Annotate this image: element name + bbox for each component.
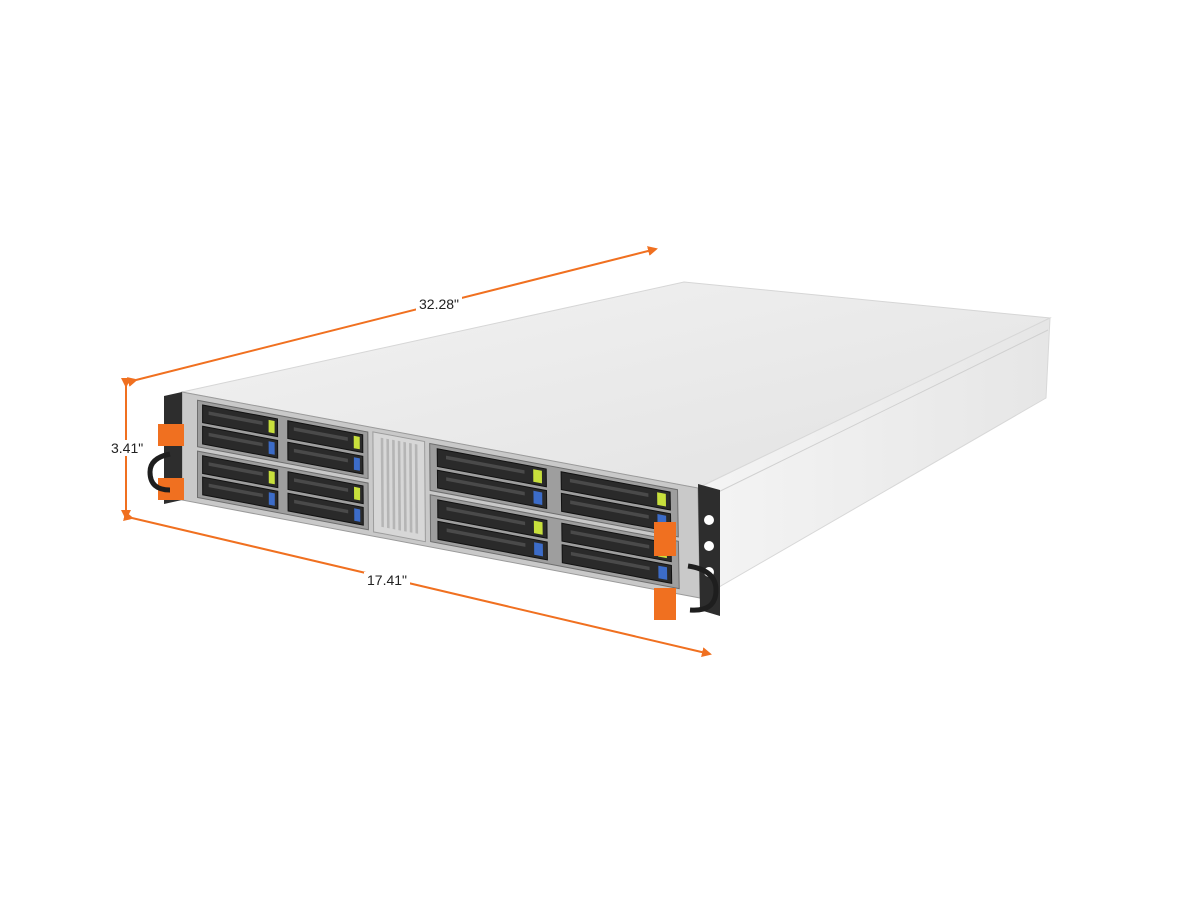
drive-tray (202, 476, 279, 510)
depth-dimension-arrow (127, 246, 658, 387)
drive-tray-grip (294, 478, 349, 492)
left-latch-lower (158, 478, 184, 500)
vent-slot (397, 440, 401, 531)
rack-ear-left (164, 392, 182, 504)
drive-tray-grip (208, 432, 263, 447)
width-dimension-label: 17.41" (364, 572, 411, 588)
drive-status-led (354, 486, 361, 501)
drive-status-led (268, 419, 275, 434)
left-latch-upper (158, 424, 184, 446)
drive-tray-grip (293, 427, 348, 441)
drive-status-led (354, 508, 361, 522)
drive-tray (287, 471, 364, 505)
drive-status-led (268, 492, 275, 506)
vent-slot (380, 437, 384, 528)
left-handle (147, 451, 171, 493)
drive-tray-grip (569, 478, 649, 497)
rack-ear-hole (704, 515, 714, 525)
vent-slot (403, 441, 407, 532)
drive-tray (202, 404, 279, 438)
width-dimension-arrow (123, 511, 712, 658)
height-dimension-label: 3.41" (108, 440, 147, 456)
drive-status-led (353, 457, 360, 471)
drive-tray-grip (294, 499, 349, 514)
vent-slot (392, 439, 396, 530)
drive-tray (436, 448, 547, 488)
drive-status-led (533, 490, 543, 505)
drive-status-led (534, 542, 543, 557)
drive-status-led (268, 470, 275, 485)
vent-slot (386, 438, 390, 529)
rack-ear-hole (704, 541, 714, 551)
depth-dimension-label: 32.28" (416, 296, 463, 312)
drive-status-led (658, 565, 668, 580)
drive-tray-grip (208, 411, 263, 425)
drive-tray-grip (446, 477, 525, 496)
drive-tray-grip (293, 448, 348, 463)
drive-status-led (353, 435, 360, 450)
vent-slot (409, 443, 413, 533)
drive-tray-grip (208, 483, 263, 498)
drive-tray-grip (446, 455, 525, 474)
drive-status-led (657, 492, 666, 507)
drive-tray-grip (208, 462, 263, 476)
right-latch-upper (654, 522, 676, 556)
drive-status-led (268, 441, 275, 455)
right-latch-lower (654, 588, 676, 620)
drive-status-led (533, 469, 542, 484)
drive-status-led (533, 520, 543, 535)
